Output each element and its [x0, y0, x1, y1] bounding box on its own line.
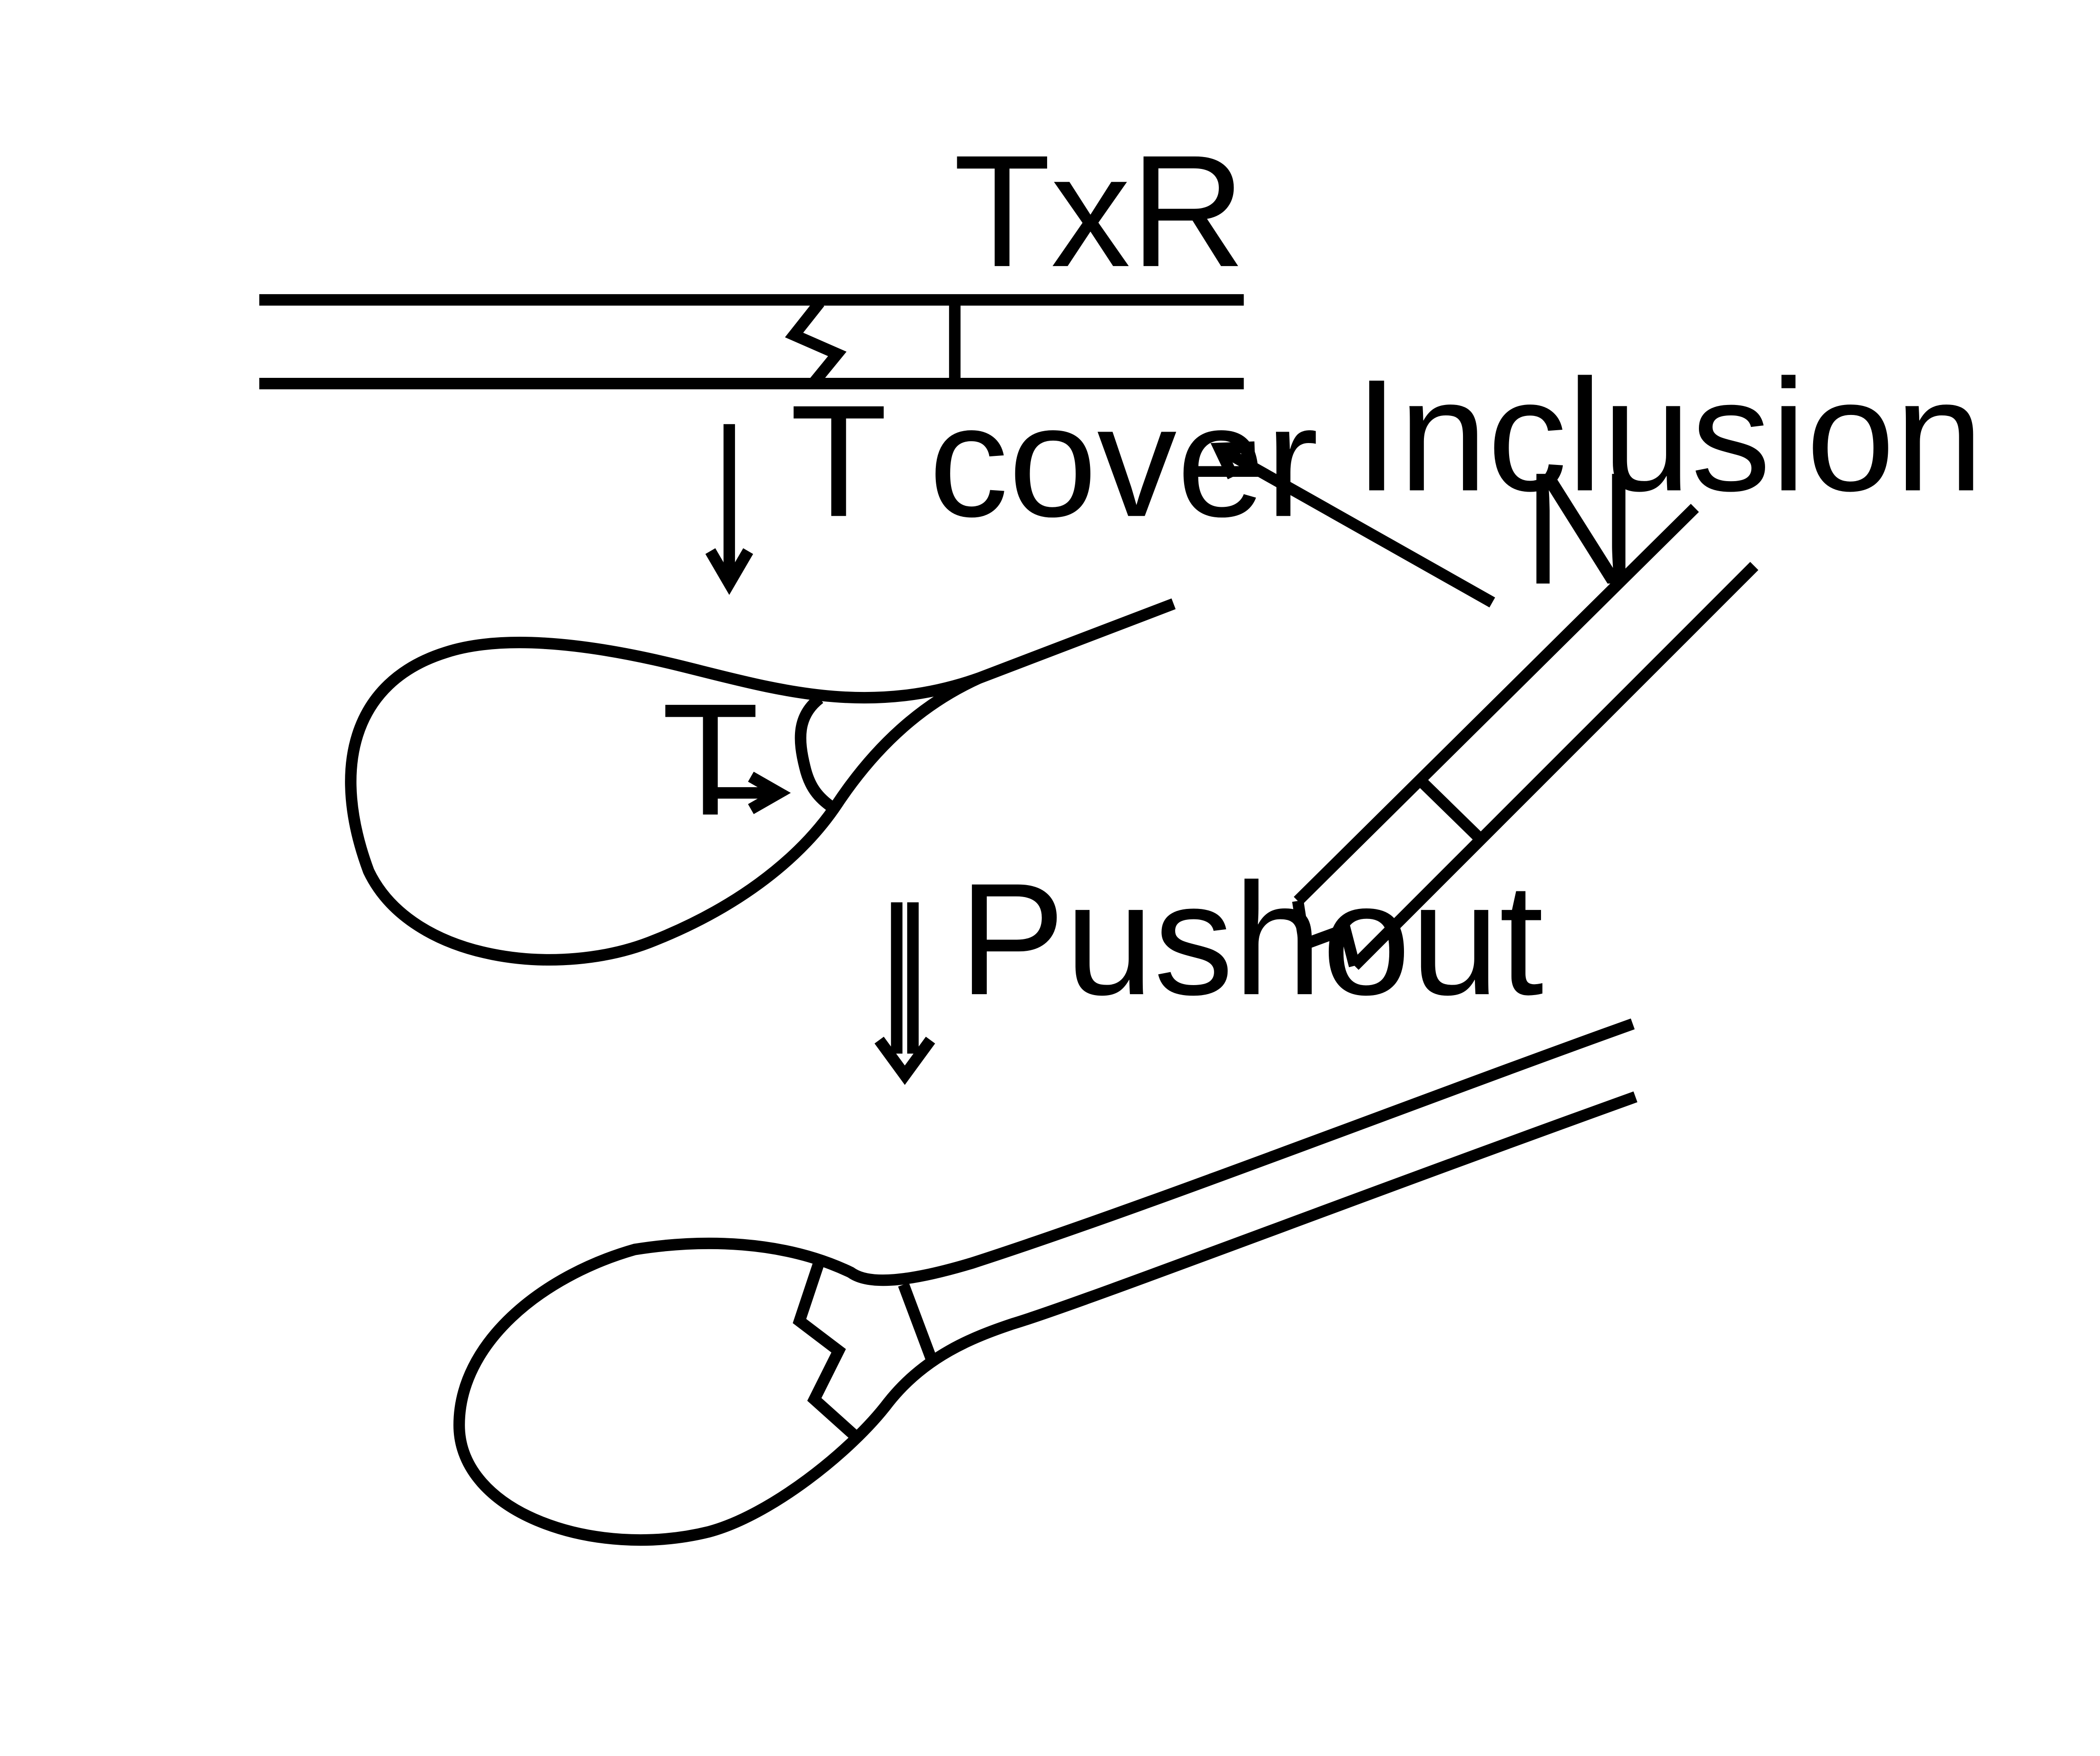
n-strip	[1292, 503, 1758, 970]
n-strip-boundary	[1415, 775, 1482, 840]
t-cover-shape	[345, 598, 1176, 966]
n-strip-lower-edge	[1350, 562, 1758, 970]
txr-zigzag-boundary	[785, 299, 847, 387]
inclusion-label: Inclusion	[1354, 346, 1983, 524]
pushout-upper-outline	[453, 1018, 1638, 1546]
pushout-zigzag-boundary	[793, 1262, 858, 1439]
n-strip-zigzag-end	[1292, 900, 1360, 967]
pushout-label: Pushout	[959, 850, 1544, 1028]
pushout-shape	[453, 1018, 1638, 1546]
pushout-straight-boundary	[898, 1282, 937, 1362]
t-cover-outer-outline	[345, 598, 1176, 966]
inclusion-arrow	[1210, 441, 1495, 608]
n-strip-upper-edge	[1294, 503, 1699, 905]
t-region-arc	[795, 693, 838, 814]
t-label: T	[662, 671, 759, 848]
pushout-arrow	[874, 902, 935, 1085]
n-label: N	[1523, 439, 1639, 617]
t-pointer-arrow	[716, 771, 791, 814]
txr-strip	[259, 294, 1244, 390]
t-cover-arrow	[705, 424, 753, 595]
txr-label: TxR	[953, 122, 1246, 300]
